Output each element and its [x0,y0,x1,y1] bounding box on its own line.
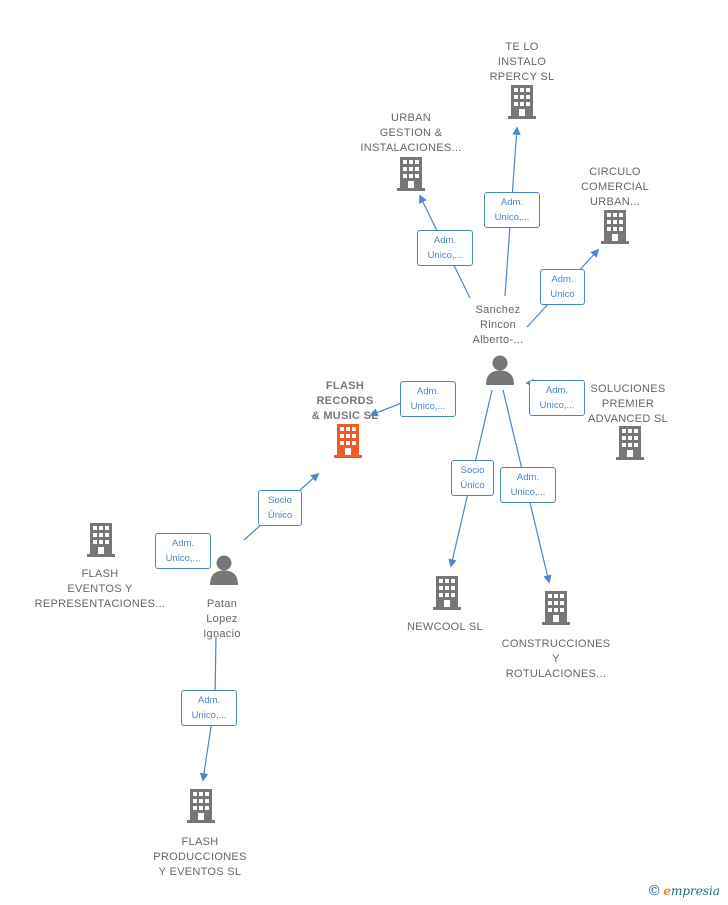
node-patan-lopez[interactable]: Patan Lopez Ignacio [147,597,297,642]
building-icon[interactable] [542,591,570,625]
building-icon[interactable] [87,523,115,557]
node-label: URBAN GESTION & INSTALACIONES... [360,112,462,154]
edge-label-e7[interactable]: Adm. Unico,... [155,533,211,569]
edge-label-e10[interactable]: Adm. Unico,... [181,690,237,726]
person-icon[interactable] [210,555,238,586]
node-flash-eventos[interactable]: FLASH EVENTOS Y REPRESENTACIONES... [25,567,175,612]
building-icon[interactable] [508,85,536,119]
node-flash-producciones[interactable]: FLASH PRODUCCIONES Y EVENTOS SL [125,835,275,880]
node-newcool[interactable]: NEWCOOL SL [370,620,520,635]
node-sanchez-rincon[interactable]: Sanchez Rincon Alberto-... [423,303,573,348]
edge-label-e9[interactable]: Adm. Unico,... [500,467,556,503]
node-circulo-comercial[interactable]: CIRCULO COMERCIAL URBAN... [540,165,690,210]
building-icon[interactable] [334,424,362,458]
node-label: FLASH RECORDS & MUSIC SL [311,380,379,422]
node-urban-gestion[interactable]: URBAN GESTION & INSTALACIONES... [336,111,486,156]
edge-label-e8[interactable]: Socio Único [451,460,494,496]
building-icon[interactable] [397,157,425,191]
building-icon[interactable] [616,426,644,460]
brand-logo: ©empresia [647,883,720,899]
node-label: CONSTRUCCIONES Y ROTULACIONES... [501,638,611,680]
edge-label-e1[interactable]: Adm. Unico,... [484,192,540,228]
node-flash-records[interactable]: FLASH RECORDS & MUSIC SL [270,379,420,424]
node-label: CIRCULO COMERCIAL URBAN... [580,166,650,208]
person-icon[interactable] [486,355,514,386]
node-label: Sanchez Rincon Alberto-... [472,304,524,346]
node-label: FLASH PRODUCCIONES Y EVENTOS SL [153,836,247,878]
node-soluciones-premier[interactable]: SOLUCIONES PREMIER ADVANCED SL [553,382,703,427]
building-icon[interactable] [601,210,629,244]
edge-label-e2[interactable]: Adm. Unico,... [417,230,473,266]
node-label: FLASH EVENTOS Y REPRESENTACIONES... [34,568,166,610]
building-icon[interactable] [433,576,461,610]
node-te-lo-instalo[interactable]: TE LO INSTALO RPERCY SL [447,40,597,85]
node-label: Patan Lopez Ignacio [203,598,241,640]
node-label: NEWCOOL SL [407,621,483,633]
edge-label-e4[interactable]: Adm. Unico,... [400,381,456,417]
edge-label-e3[interactable]: Adm. Unico [540,269,585,305]
node-construcciones[interactable]: CONSTRUCCIONES Y ROTULACIONES... [481,637,631,682]
edge-label-e5[interactable]: Adm. Unico,... [529,380,585,416]
node-label: TE LO INSTALO RPERCY SL [489,41,555,83]
edge-label-e6[interactable]: Socio Único [258,490,302,526]
node-label: SOLUCIONES PREMIER ADVANCED SL [587,383,669,425]
building-icon[interactable] [187,789,215,823]
